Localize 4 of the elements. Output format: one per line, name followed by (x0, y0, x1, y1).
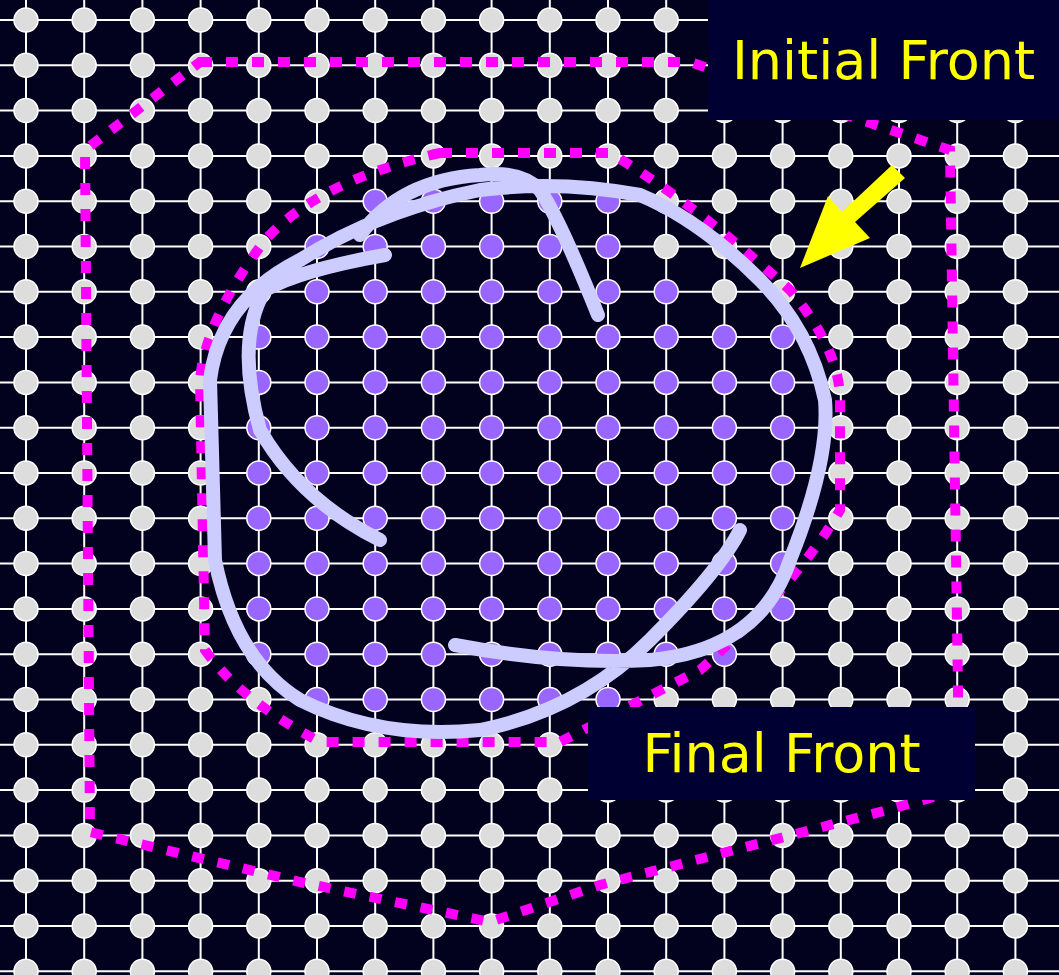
front-label: Final Front (642, 722, 921, 785)
front-label: Initial Front (731, 28, 1036, 92)
label-box (708, 0, 1059, 120)
label-box (588, 707, 975, 800)
